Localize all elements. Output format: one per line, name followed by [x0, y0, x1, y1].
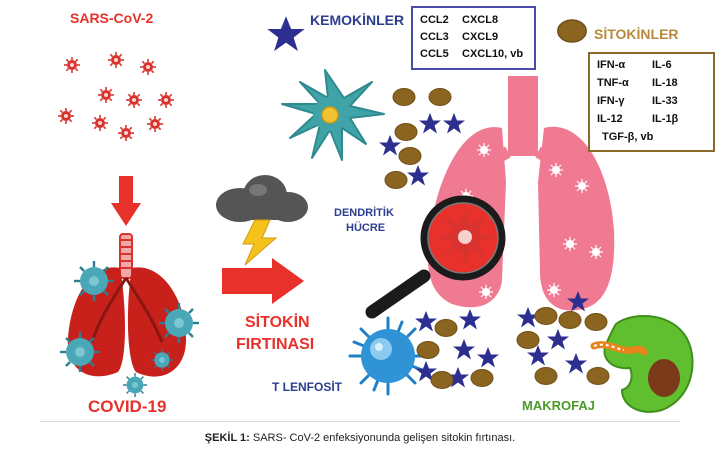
figure-caption: ŞEKİL 1: SARS- CoV-2 enfeksiyonunda geli…: [0, 432, 720, 444]
makrofaj-label: MAKROFAJ: [522, 398, 595, 413]
cytokine-item: IL-12: [597, 113, 623, 125]
cytokine-item: TGF-β, vb: [602, 131, 654, 143]
chemokine-item: CCL5: [420, 48, 449, 60]
cytokine-item: IL-6: [652, 59, 672, 71]
magnifier-icon: [365, 195, 506, 319]
sitokin-label: SİTOKİN: [245, 314, 310, 331]
sars-cov-2-virus-cluster: [57, 51, 175, 142]
caption-text: SARS- CoV-2 enfeksiyonunda gelişen sitok…: [249, 432, 516, 444]
dendritik-label: DENDRİTİK: [334, 207, 394, 219]
chemokine-item: CXCL8: [462, 14, 499, 26]
covid-lungs-icon: [58, 233, 201, 398]
dendritic-cell-icon: [281, 69, 385, 161]
chemokine-list-box: CCL2 CCL3 CCL5 CXCL8 CXCL9 CXCL10, vb: [411, 6, 536, 70]
cytokine-item: IFN-γ: [597, 95, 625, 107]
chemokine-item: CCL3: [420, 31, 449, 43]
covid-19-label: COVID-19: [88, 397, 167, 416]
right-arrow-icon: [222, 258, 304, 304]
firtinasi-label: FIRTINASI: [236, 336, 315, 353]
caption-label: ŞEKİL 1:: [204, 432, 250, 444]
cytokine-item: IFN-α: [597, 59, 626, 71]
t-lymphocyte-icon: [348, 316, 428, 396]
sitokinler-label: SİTOKİNLER: [594, 26, 679, 42]
chemokine-item: CXCL10, vb: [462, 48, 524, 60]
caption-divider: [40, 421, 680, 422]
cytokine-item: IL-18: [652, 77, 678, 89]
cytokine-item: TNF-α: [597, 77, 629, 89]
down-arrow-icon: [111, 176, 141, 226]
storm-cloud-icon: [216, 175, 308, 222]
cytokine-item: IL-33: [652, 95, 678, 107]
hucre-label: HÜCRE: [346, 222, 386, 234]
sars-cov-2-label: SARS-CoV-2: [70, 10, 154, 26]
chemokine-item: CCL2: [420, 14, 449, 26]
macrophage-icon: [590, 315, 694, 413]
lightning-icon: [242, 219, 278, 266]
chemokine-item: CXCL9: [462, 31, 499, 43]
cytokine-list-box: IFN-α TNF-α IFN-γ IL-12 IL-6 IL-18 IL-33…: [588, 52, 715, 152]
t-lenfosit-label: T LENFOSİT: [272, 380, 342, 394]
cytokine-item: IL-1β: [652, 113, 679, 125]
kemokinler-label: KEMOKİNLER: [310, 12, 405, 28]
